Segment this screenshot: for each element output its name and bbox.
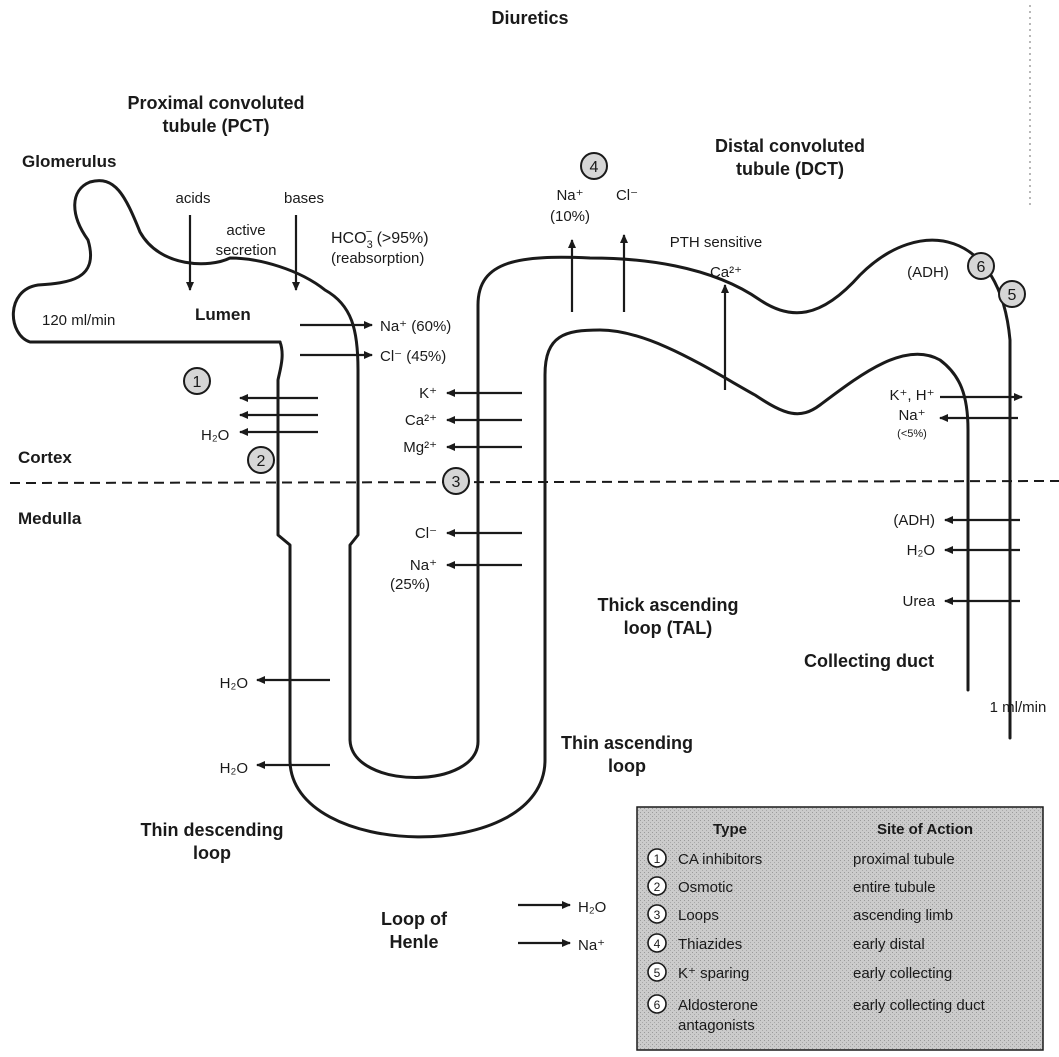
- legend-header-type: Type: [713, 821, 747, 838]
- svg-text:5: 5: [654, 966, 661, 980]
- legend-site: entire tubule: [853, 879, 936, 896]
- ca-label: Ca²⁺: [405, 412, 437, 429]
- svg-text:3: 3: [452, 474, 461, 491]
- mg-label: Mg²⁺: [403, 439, 437, 456]
- tal-25-label: (25%): [390, 576, 430, 593]
- marker-1: 1: [184, 368, 210, 394]
- tubule-outer-wall: [13, 181, 1010, 778]
- acids-label: acids: [175, 190, 210, 207]
- svg-text:5: 5: [1008, 287, 1017, 304]
- svg-text:4: 4: [590, 159, 599, 176]
- marker-4: 4: [581, 153, 607, 179]
- thin-desc-label-1: Thin descending: [140, 820, 283, 840]
- collecting-duct-label: Collecting duct: [804, 651, 934, 671]
- dct-adh-label: (ADH): [907, 264, 949, 281]
- tal-label-2: loop (TAL): [624, 618, 713, 638]
- medulla-label: Medulla: [18, 509, 82, 528]
- dct-10-label: (10%): [550, 208, 590, 225]
- legend-type: Osmotic: [678, 879, 734, 896]
- legend-type-line2: antagonists: [678, 1017, 755, 1034]
- marker-3: 3: [443, 468, 469, 494]
- svg-text:1: 1: [654, 852, 661, 866]
- thin-desc-h2o-label-1: H₂O: [220, 675, 248, 692]
- legend-site: early collecting: [853, 965, 952, 982]
- gfr-label: 120 ml/min: [42, 312, 115, 329]
- tal-label-1: Thick ascending: [597, 595, 738, 615]
- svg-text:4: 4: [654, 937, 661, 951]
- legend-site: ascending limb: [853, 907, 953, 924]
- pct-label-2: tubule (PCT): [163, 116, 270, 136]
- legend-site: proximal tubule: [853, 851, 955, 868]
- diagram-title: Diuretics: [491, 8, 568, 28]
- legend-site: early distal: [853, 936, 925, 953]
- svg-text:3: 3: [654, 908, 661, 922]
- cd-urea-label: Urea: [902, 593, 935, 610]
- pth-sensitive-label: PTH sensitive: [670, 234, 763, 251]
- dct-na-label: Na⁺: [556, 187, 583, 204]
- svg-text:1: 1: [193, 374, 202, 391]
- pth-ca-label: Ca²⁺: [710, 264, 742, 281]
- cortex-medulla-boundary: [10, 481, 1059, 483]
- cortex-label: Cortex: [18, 448, 72, 467]
- hco3-label: HCO3− (>95%): [331, 226, 429, 251]
- lumen-label: Lumen: [195, 305, 251, 324]
- legend-type: CA inhibitors: [678, 851, 762, 868]
- legend-site: early collecting duct: [853, 997, 986, 1014]
- thin-asc-label-2: loop: [608, 756, 646, 776]
- thin-asc-na-label: Na⁺: [578, 937, 605, 954]
- cl-45-label: Cl⁻ (45%): [380, 348, 446, 365]
- na-60-label: Na⁺ (60%): [380, 318, 451, 335]
- secretion-label: secretion: [216, 242, 277, 259]
- bases-label: bases: [284, 190, 324, 207]
- marker-6: 6: [968, 253, 994, 279]
- tal-na-label: Na⁺: [410, 557, 437, 574]
- svg-text:2: 2: [257, 453, 266, 470]
- legend-type: Aldosterone: [678, 997, 758, 1014]
- svg-text:6: 6: [654, 998, 661, 1012]
- legend-header-site: Site of Action: [877, 821, 973, 838]
- thin-asc-label-1: Thin ascending: [561, 733, 693, 753]
- marker-2: 2: [248, 447, 274, 473]
- active-label: active: [226, 222, 265, 239]
- svg-text:6: 6: [977, 259, 986, 276]
- marker-5: 5: [999, 281, 1025, 307]
- legend-table: Type Site of Action 1 CA inhibitors prox…: [637, 807, 1043, 1050]
- henle-label-2: Henle: [389, 932, 438, 952]
- urine-flow-label: 1 ml/min: [990, 699, 1047, 716]
- dct-cl-label: Cl⁻: [616, 187, 638, 204]
- glomerulus-label: Glomerulus: [22, 152, 116, 171]
- legend-type: Loops: [678, 907, 719, 924]
- k-label: K⁺: [419, 385, 437, 402]
- dct-label-1: Distal convoluted: [715, 136, 865, 156]
- dct-label-2: tubule (DCT): [736, 159, 844, 179]
- cd-na-label: Na⁺: [898, 407, 925, 424]
- henle-label-1: Loop of: [381, 909, 448, 929]
- tal-cl-label: Cl⁻: [415, 525, 437, 542]
- thin-desc-label-2: loop: [193, 843, 231, 863]
- pct-h2o-label: H₂O: [201, 427, 229, 444]
- kh-label: K⁺, H⁺: [889, 387, 934, 404]
- legend-type: Thiazides: [678, 936, 742, 953]
- thin-asc-h2o-label: H₂O: [578, 899, 606, 916]
- thin-desc-h2o-label-2: H₂O: [220, 760, 248, 777]
- cd-adh-label: (ADH): [893, 512, 935, 529]
- svg-text:2: 2: [654, 880, 661, 894]
- pct-label-1: Proximal convoluted: [127, 93, 304, 113]
- cd-h2o-label: H₂O: [907, 542, 935, 559]
- legend-type: K⁺ sparing: [678, 965, 749, 982]
- cd-lt5-label: (<5%): [897, 428, 927, 440]
- reabsorption-label: (reabsorption): [331, 250, 424, 267]
